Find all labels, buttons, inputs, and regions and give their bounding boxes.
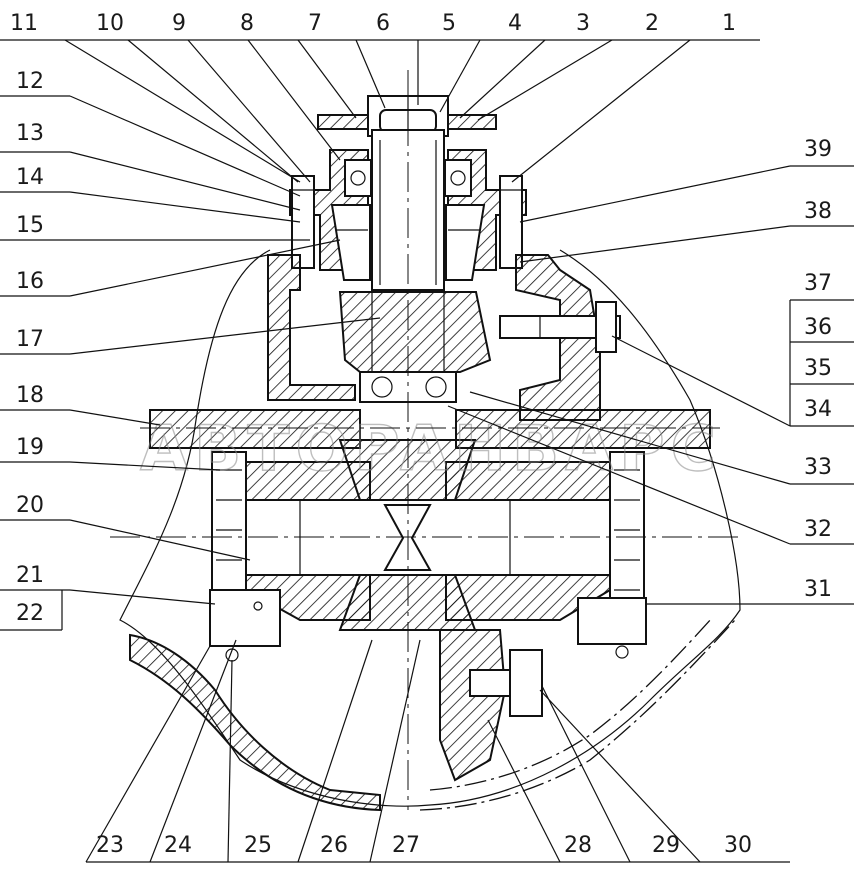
ring-gear [439,629,507,782]
callout-30: 30 [724,833,752,858]
callouts-right: 39 38 37 36 35 34 33 32 31 [804,137,832,602]
oil-seal-right [444,159,472,197]
callout-35: 35 [804,356,832,381]
cage-bolt-left [291,175,315,269]
callouts-bottom: 23 24 25 26 27 28 29 30 [96,833,752,858]
callout-1: 1 [722,11,736,36]
callout-13: 13 [16,121,44,146]
callout-3: 3 [576,11,590,36]
oil-seal-left [344,159,372,197]
axle-housing-left [129,633,381,812]
callout-28: 28 [564,833,592,858]
callout-21: 21 [16,563,44,588]
callout-18: 18 [16,383,44,408]
callout-2: 2 [645,11,659,36]
pilot-bearing [359,371,457,403]
callout-14: 14 [16,165,44,190]
callout-27: 27 [392,833,420,858]
callout-19: 19 [16,435,44,460]
callout-22: 22 [16,601,44,626]
adjusting-ring-right [577,597,647,645]
callouts-left: 12 13 14 15 16 17 18 19 20 21 22 [16,69,44,626]
pinion-bearing-left [330,204,371,281]
callout-17: 17 [16,327,44,352]
callout-29: 29 [652,833,680,858]
callout-26: 26 [320,833,348,858]
callouts-top: 11 10 9 8 7 6 5 4 3 2 1 [10,11,736,36]
callout-36: 36 [804,315,832,340]
ring-gear-nut [509,649,543,717]
adjusting-nut [595,301,617,353]
callout-37: 37 [804,271,832,296]
callout-20: 20 [16,493,44,518]
callout-8: 8 [240,11,254,36]
lock-plate [209,589,281,647]
callout-6: 6 [376,11,390,36]
callout-15: 15 [16,213,44,238]
main-carrier [267,254,356,401]
callout-25: 25 [244,833,272,858]
callout-11: 11 [10,11,38,36]
callout-24: 24 [164,833,192,858]
callout-34: 34 [804,397,832,422]
callout-12: 12 [16,69,44,94]
axle-housing-right [419,619,736,811]
callout-38: 38 [804,199,832,224]
callout-4: 4 [508,11,522,36]
callout-31: 31 [804,577,832,602]
watermark: ABTOPAHBAPC [140,412,722,485]
callout-10: 10 [96,11,124,36]
callout-9: 9 [172,11,186,36]
leader-lines [64,39,791,863]
axle-housing-right-inner [429,617,713,791]
callout-33: 33 [804,455,832,480]
pinion-bearing-right [445,204,486,281]
drive-pinion-gear [338,291,492,373]
callout-39: 39 [804,137,832,162]
callout-5: 5 [442,11,456,36]
planet-gear-upper [338,439,477,501]
callout-32: 32 [804,517,832,542]
diff-bearing-left [211,451,247,613]
callout-7: 7 [308,11,322,36]
callout-16: 16 [16,269,44,294]
callout-23: 23 [96,833,124,858]
adjusting-bolt [499,315,621,339]
carrier-flange-plate-right [455,409,711,449]
